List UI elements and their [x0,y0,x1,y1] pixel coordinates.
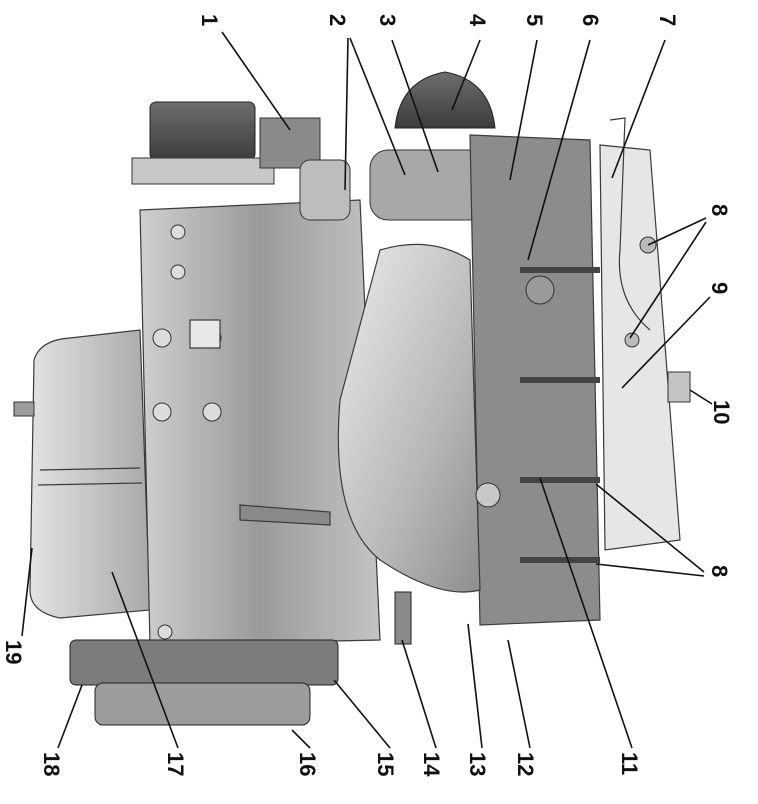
callout-1: 1 [197,14,222,26]
callout-13: 13 [465,752,490,776]
callout-14: 14 [419,752,444,777]
callout-18: 18 [39,752,64,776]
callout-3: 3 [375,14,400,26]
exhaust-manifold [599,144,681,551]
oil-cap [394,71,496,129]
callout-6: 6 [578,14,603,26]
oil-pan [29,329,151,619]
callout-9: 9 [707,282,732,294]
drain-plug [13,401,35,417]
flywheel [69,639,339,686]
valve-cover [337,243,481,593]
callout-15: 15 [373,752,398,776]
cylinder-block [139,199,381,646]
callout-4: 4 [465,14,490,27]
callout-5: 5 [522,14,547,26]
callout-16: 16 [295,752,320,776]
callout-2: 2 [325,14,350,26]
oil-filler-ring [525,275,555,305]
callout-labels: 1 2 3 4 5 6 7 8 9 10 8 11 12 13 14 15 16… [1,14,734,777]
callout-7: 7 [655,14,680,26]
callout-11: 11 [617,752,642,775]
callout-19: 19 [1,640,26,664]
leader-lines [21,31,713,749]
callout-10: 10 [709,400,734,424]
callout-8-bottom: 8 [707,565,732,577]
callout-12: 12 [513,752,538,776]
callout-17: 17 [163,752,188,776]
callout-8-top: 8 [707,204,732,216]
crank-pulley [149,101,256,161]
spark-plug-wires [520,267,600,563]
